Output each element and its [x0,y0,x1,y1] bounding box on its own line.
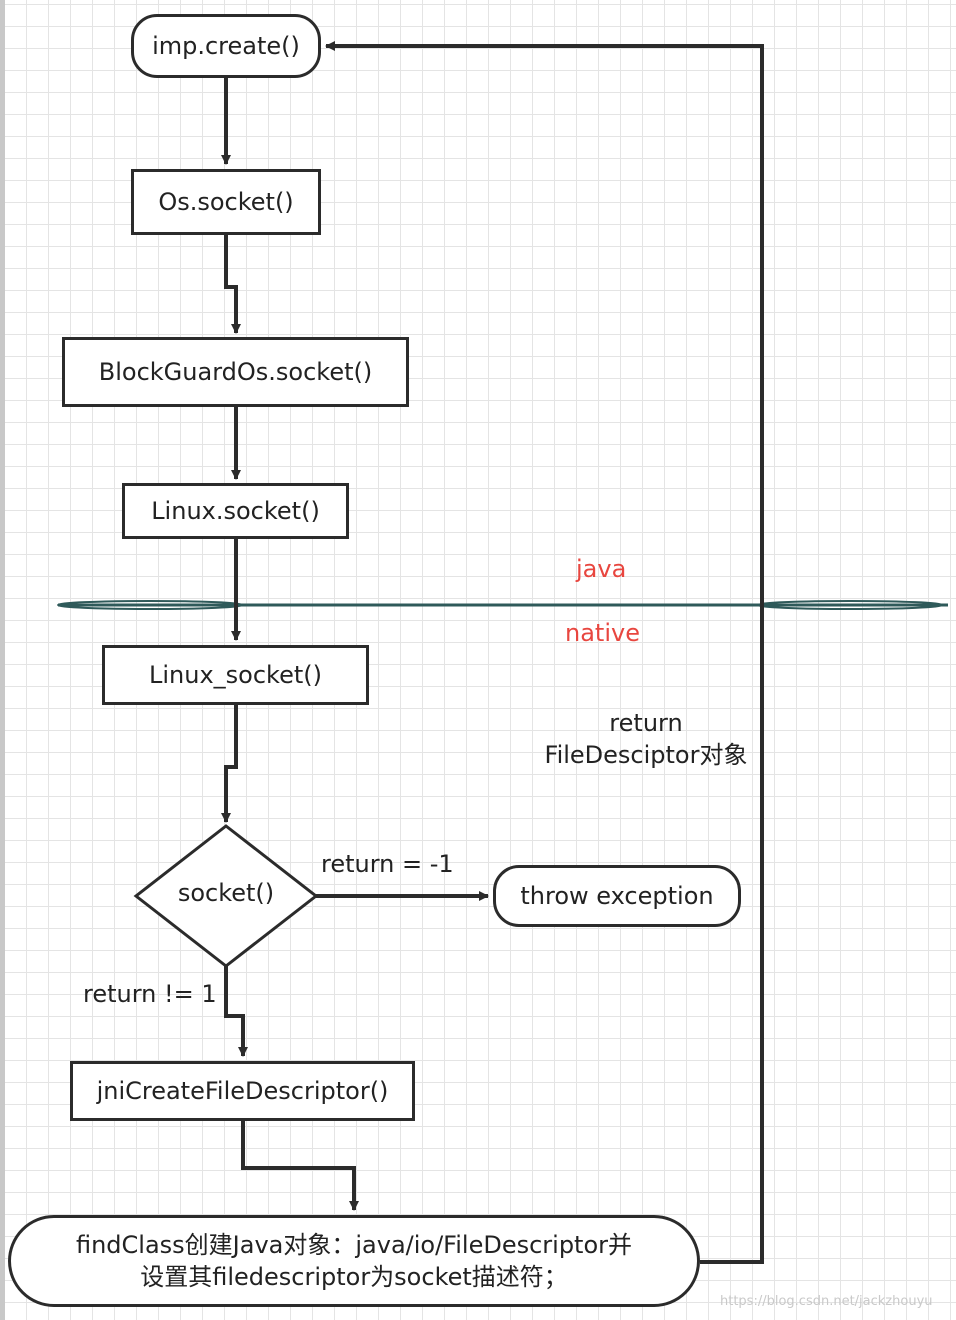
jni-create-fd-node: jniCreateFileDescriptor() [70,1061,415,1121]
socket-decision-label: socket() [177,879,275,907]
socket-decision-diamond [133,824,319,968]
return-fd-line2: FileDesciptor对象 [544,741,748,769]
throw-exception-node: throw exception [493,865,741,927]
os-socket-label: Os.socket() [158,188,294,216]
blockguard-socket-label: BlockGuardOs.socket() [98,358,373,386]
os-socket-node: Os.socket() [131,169,321,235]
imp-create-label: imp.create() [152,32,300,60]
imp-create-node: imp.create() [131,14,321,78]
edge-os-to-blockguard [224,235,241,334]
edge-decision-to-jni [224,966,248,1057]
watermark-text: https://blog.csdn.net/jackzhouyu [720,1294,933,1309]
linux-native-socket-node: Linux_socket() [102,645,369,705]
find-class-node: findClass创建Java对象：java/io/FileDescriptor… [8,1215,700,1307]
return-fd-line1: return [609,709,683,737]
return-fd-label: return FileDesciptor对象 [538,707,754,771]
layer-divider [57,600,948,610]
edge-return-loop [325,41,764,1264]
edge-native-to-decision [221,705,238,823]
throw-exception-label: throw exception [520,882,714,910]
java-layer-label: java [576,555,627,583]
left-edge-bar [0,0,5,1320]
find-class-line1: findClass创建Java对象：java/io/FileDescriptor… [75,1231,633,1259]
linux-native-socket-label: Linux_socket() [149,661,322,689]
linux-socket-label: Linux.socket() [151,497,320,525]
find-class-line2: 设置其filedescriptor为socket描述符； [140,1263,568,1291]
return-not-one-label: return != 1 [83,980,217,1008]
linux-socket-node: Linux.socket() [122,483,349,539]
native-layer-label: native [565,619,640,647]
jni-create-fd-label: jniCreateFileDescriptor() [96,1077,389,1105]
return-minus-one-label: return = -1 [321,850,454,878]
blockguard-socket-node: BlockGuardOs.socket() [62,337,409,407]
edge-jni-to-findclass [241,1121,359,1211]
